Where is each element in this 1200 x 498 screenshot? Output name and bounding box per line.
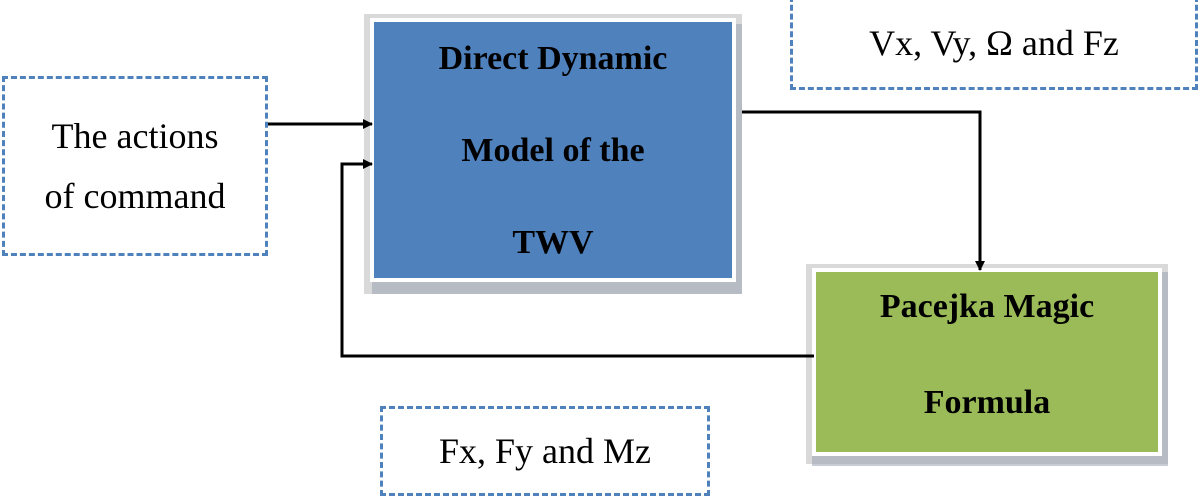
dynamic-model-label: Direct Dynamic Model of the TWV (372, 20, 734, 280)
pacejka-block (812, 268, 1162, 456)
forces-box (380, 406, 710, 496)
forces-label: Fx, Fy and Mz (380, 406, 710, 496)
pacejka-line-1: Pacejka Magic (879, 288, 1095, 325)
pacejka-label: Pacejka Magic Formula (814, 270, 1160, 454)
dynamic-model-line-2: Model of the (461, 132, 645, 169)
dynamic-model-line-1: Direct Dynamic (438, 40, 668, 77)
command-actions-label: The actions of command (2, 76, 268, 256)
forces-text: Fx, Fy and Mz (438, 431, 651, 471)
command-actions-line-1: The actions (51, 116, 219, 156)
command-actions-box (2, 76, 268, 256)
dynamic-model-line-3: TWV (512, 224, 594, 261)
velocities-label: Vx, Vy, Ω and Fz (790, 0, 1198, 90)
dynamic-model-block (370, 18, 736, 282)
pacejka-line-2: Formula (923, 384, 1051, 421)
velocities-text: Vx, Vy, Ω and Fz (869, 23, 1119, 63)
arrow-model-to-pacejka (742, 110, 985, 271)
velocities-box (790, 0, 1198, 90)
arrow-pacejka-feedback (340, 159, 814, 358)
command-actions-line-2: of command (44, 176, 226, 216)
